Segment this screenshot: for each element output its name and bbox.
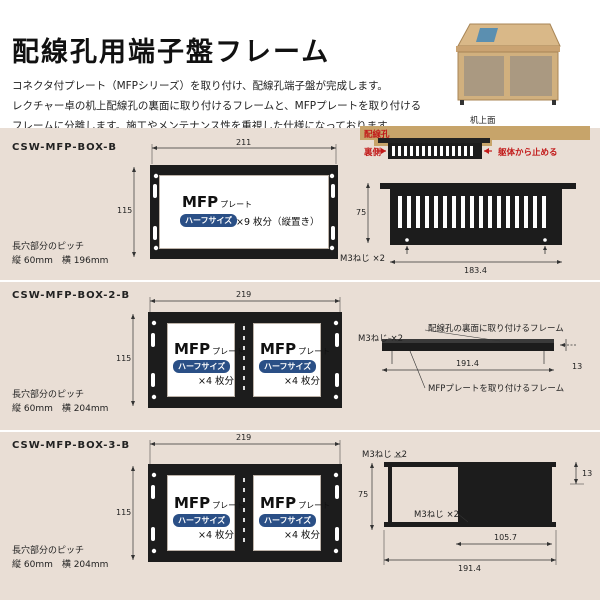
model-name-2: CSW-MFP-BOX-2-B	[12, 290, 131, 301]
side-small-dim-3: 13	[582, 469, 593, 478]
pitch-label-3: 長穴部分のピッチ	[12, 546, 85, 556]
width-dim-3: 219	[236, 433, 252, 442]
screw-label-3-bottom: M3ねじ ×2	[414, 510, 459, 520]
plate-count-3b: ×4 枚分	[284, 530, 321, 541]
model-name-3: CSW-MFP-BOX-3-B	[12, 440, 131, 451]
frame-note-bottom: MFPプレートを取り付けるフレーム	[428, 384, 565, 394]
fix-label: 躯体から止める	[498, 148, 558, 158]
side-inner-dim-3: 105.7	[494, 533, 517, 542]
intro-line-1: コネクタ付プレート（MFPシリーズ）を取り付け、配線孔端子盤が完成します。	[12, 80, 388, 92]
plate-sub-2b: プレート	[298, 347, 331, 356]
plate-sub-2a: プレート	[212, 347, 245, 356]
intro-line-2: レクチャー卓の机上配線孔の裏面に取り付けるフレームと、MFPプレートを取り付ける	[12, 100, 422, 112]
half-size-badge-3b: ハーフサイズ	[259, 514, 317, 527]
pitch-info-2: 長穴部分のピッチ 縦 60mm 横 204mm	[12, 388, 108, 416]
plate-title-text-2a: MFP	[174, 340, 211, 358]
pitch-label-1: 長穴部分のピッチ	[12, 242, 85, 252]
model-name-1: CSW-MFP-BOX-B	[12, 142, 117, 153]
plate-sub-3a: プレート	[212, 501, 245, 510]
half-size-badge-3a: ハーフサイズ	[173, 514, 231, 527]
lectern-photo	[450, 16, 565, 108]
screw-label-3-top: M3ねじ ×2	[362, 450, 407, 460]
height-dim-2: 115	[116, 354, 132, 363]
plate-title-text-1: MFP	[182, 193, 219, 211]
plate-count-1: ×9 枚分（縦置き）	[236, 217, 320, 228]
plate-count-2b: ×4 枚分	[284, 376, 321, 387]
side-height-dim-2: 13	[572, 362, 583, 371]
plate-title-text-2b: MFP	[260, 340, 297, 358]
page-title: 配線孔用端子盤フレーム	[12, 37, 331, 68]
pitch-value-1: 縦 60mm 横 196mm	[12, 256, 109, 266]
side-width-dim-3: 191.4	[458, 564, 481, 573]
plate-title-text-3a: MFP	[174, 494, 211, 512]
pitch-info-1: 長穴部分のピッチ 縦 60mm 横 196mm	[12, 240, 108, 268]
width-dim-2: 219	[236, 290, 252, 299]
screw-label-1: M3ねじ ×2	[340, 254, 385, 264]
pitch-value-2: 縦 60mm 横 204mm	[12, 404, 109, 414]
screw-label-2: M3ねじ ×2	[358, 334, 403, 344]
intro-text: コネクタ付プレート（MFPシリーズ）を取り付け、配線孔端子盤が完成します。 レク…	[12, 76, 432, 136]
height-dim-3: 115	[116, 508, 132, 517]
plate-count-3a: ×4 枚分	[198, 530, 235, 541]
pitch-value-3: 縦 60mm 横 204mm	[12, 560, 109, 570]
plate-sub-3b: プレート	[298, 501, 331, 510]
width-dim-1: 211	[236, 138, 252, 147]
plate-title-text-3b: MFP	[260, 494, 297, 512]
half-size-badge-2b: ハーフサイズ	[259, 360, 317, 373]
plate-area-1	[159, 175, 329, 249]
half-size-badge-2a: ハーフサイズ	[173, 360, 231, 373]
pitch-label-2: 長穴部分のピッチ	[12, 390, 85, 400]
side-width-dim-1: 183.4	[464, 266, 487, 275]
desk-label: 机上面	[470, 116, 496, 126]
plate-sub-1: プレート	[220, 200, 253, 209]
frame-note-top: 配線孔の裏面に取り付けるフレーム	[428, 324, 564, 334]
plate-count-2a: ×4 枚分	[198, 376, 235, 387]
side-height-dim-1: 75	[356, 208, 367, 217]
hole-label: 配線孔	[364, 130, 390, 140]
plate-area-3b	[253, 475, 321, 551]
side-height-dim-3: 75	[358, 490, 369, 499]
pitch-info-3: 長穴部分のピッチ 縦 60mm 横 204mm	[12, 544, 108, 572]
height-dim-1: 115	[117, 206, 133, 215]
plate-area-3a	[167, 475, 235, 551]
half-size-badge-1: ハーフサイズ	[180, 214, 238, 227]
back-label: 裏側	[364, 148, 382, 158]
side-width-dim-2: 191.4	[456, 359, 479, 368]
